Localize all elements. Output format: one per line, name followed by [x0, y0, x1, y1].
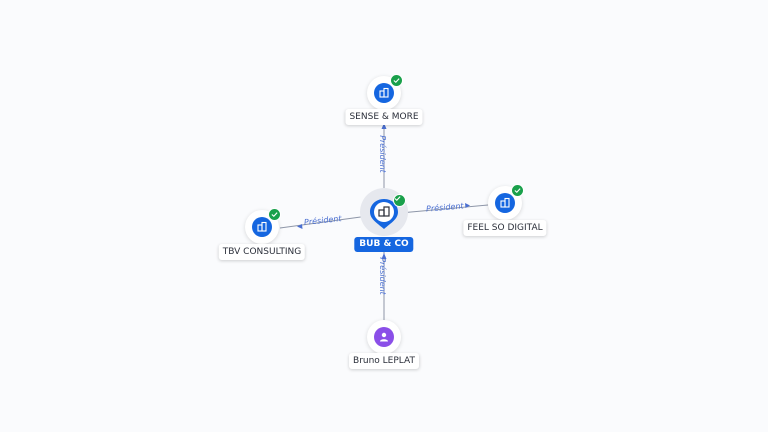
verified-check-icon [393, 194, 406, 207]
center-node-bub-and-co[interactable] [368, 194, 406, 230]
arrowhead-icon [381, 123, 387, 129]
map-pin-icon [370, 199, 398, 229]
verified-check-icon [268, 208, 281, 221]
arrowhead-icon [381, 253, 387, 259]
edge-label: Président [378, 135, 388, 173]
node-feel-so-digital[interactable] [488, 184, 524, 220]
verified-check-icon [390, 74, 403, 87]
building-icon [252, 217, 272, 237]
arrowhead-icon [465, 203, 470, 208]
building-icon [374, 83, 394, 103]
node-bruno-leplat[interactable] [367, 320, 401, 354]
edge-bruno-center: Président [378, 252, 388, 322]
verified-check-icon [511, 184, 524, 197]
center-node-label[interactable]: BUB & CO [354, 237, 414, 252]
edge-label: Président [303, 213, 342, 227]
person-icon [374, 327, 394, 347]
node-label[interactable]: FEEL SO DIGITAL [463, 220, 547, 236]
edge-center-tbv: Président [279, 213, 369, 229]
edge-center-feel: Président [399, 200, 489, 214]
node-tbv-consulting[interactable] [245, 208, 281, 244]
building-icon [495, 193, 515, 213]
node-label[interactable]: TBV CONSULTING [218, 244, 306, 260]
node-sense-and-more[interactable] [367, 74, 403, 110]
node-label[interactable]: SENSE & MORE [345, 109, 423, 125]
edge-label: Président [426, 200, 465, 213]
edge-label: Président [378, 257, 388, 295]
node-label[interactable]: Bruno LEPLAT [349, 353, 419, 369]
edge-center-sense: Président [378, 123, 388, 196]
arrowhead-icon [297, 224, 303, 229]
